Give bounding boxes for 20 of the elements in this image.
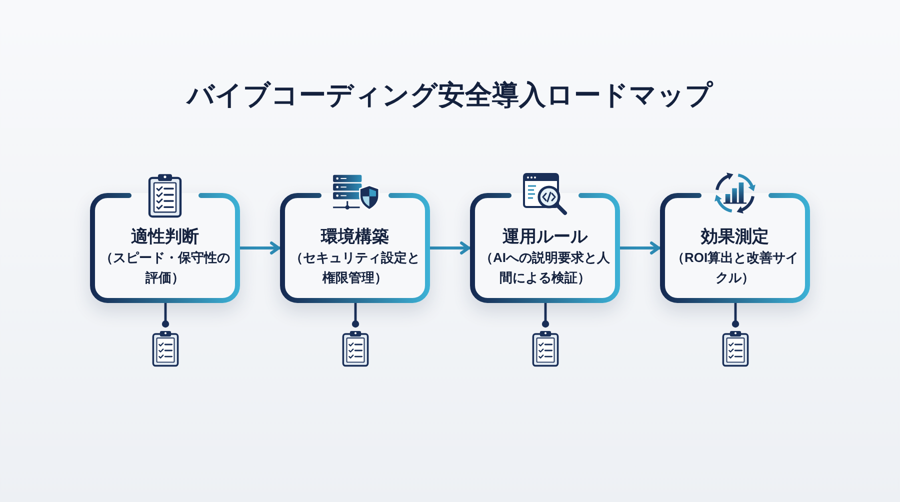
clipboard-icon [532,330,559,367]
connector-line [542,303,550,328]
connector-line [732,303,740,328]
diagram-title: バイブコーディング安全導入ロードマップ [185,79,714,112]
step-title: 効果測定 [701,226,769,248]
step-title: 運用ルール [502,226,588,248]
connector-line [352,303,360,328]
arrow [620,242,660,254]
step-description: （ROI算出と改善サイクル） [670,248,800,286]
step-description: （AIへの説明要求と人間による検証） [479,248,611,286]
connector-line [162,303,170,328]
clipboard-icon [722,330,749,367]
arrow [240,242,280,254]
step-description: （セキュリティ設定と権限管理） [289,248,421,286]
clipboard-icon [152,330,179,367]
step-description: （スピード・保守性の評価） [99,248,231,286]
clipboard-icon [342,330,369,367]
step-title: 適性判断 [131,226,199,248]
step-title: 環境構築 [321,226,389,248]
arrow [430,242,470,254]
